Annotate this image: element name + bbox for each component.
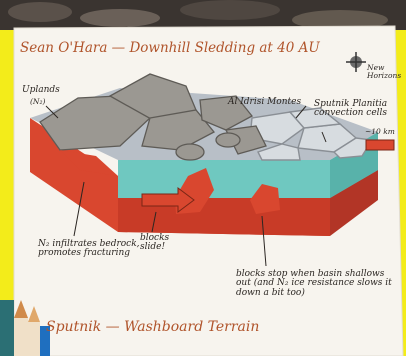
scale-bar: [366, 140, 394, 150]
label-convection: Sputnik Planitia convection cells: [314, 100, 398, 119]
sketch-title: Sean O'Hara — Downhill Sledding at 40 AU: [20, 41, 320, 55]
label-montes: Al Idrisi Montes: [228, 98, 301, 107]
label-blocks-stop: blocks stop when basin shallows out (and…: [236, 270, 396, 298]
label-scale: ~10 km: [365, 128, 395, 136]
label-uplands-sub: (N₂): [30, 98, 45, 106]
pencil-wood: [28, 322, 40, 356]
rock: [180, 0, 280, 20]
label-new-horizons: New Horizons: [367, 64, 401, 80]
pencil-teal: [0, 300, 14, 356]
bottom-title: Sputnik — Washboard Terrain: [46, 320, 259, 335]
mountain-block: [176, 144, 204, 160]
label-uplands: Uplands: [22, 86, 60, 95]
pencil-wood: [14, 318, 28, 356]
rock: [8, 2, 72, 22]
rock: [80, 9, 160, 27]
label-n2-infiltrates: N₂ infiltrates bedrock, promotes fractur…: [38, 240, 148, 259]
label-blocks-slide: blocks slide!: [140, 234, 188, 253]
mountain-block: [216, 133, 240, 147]
